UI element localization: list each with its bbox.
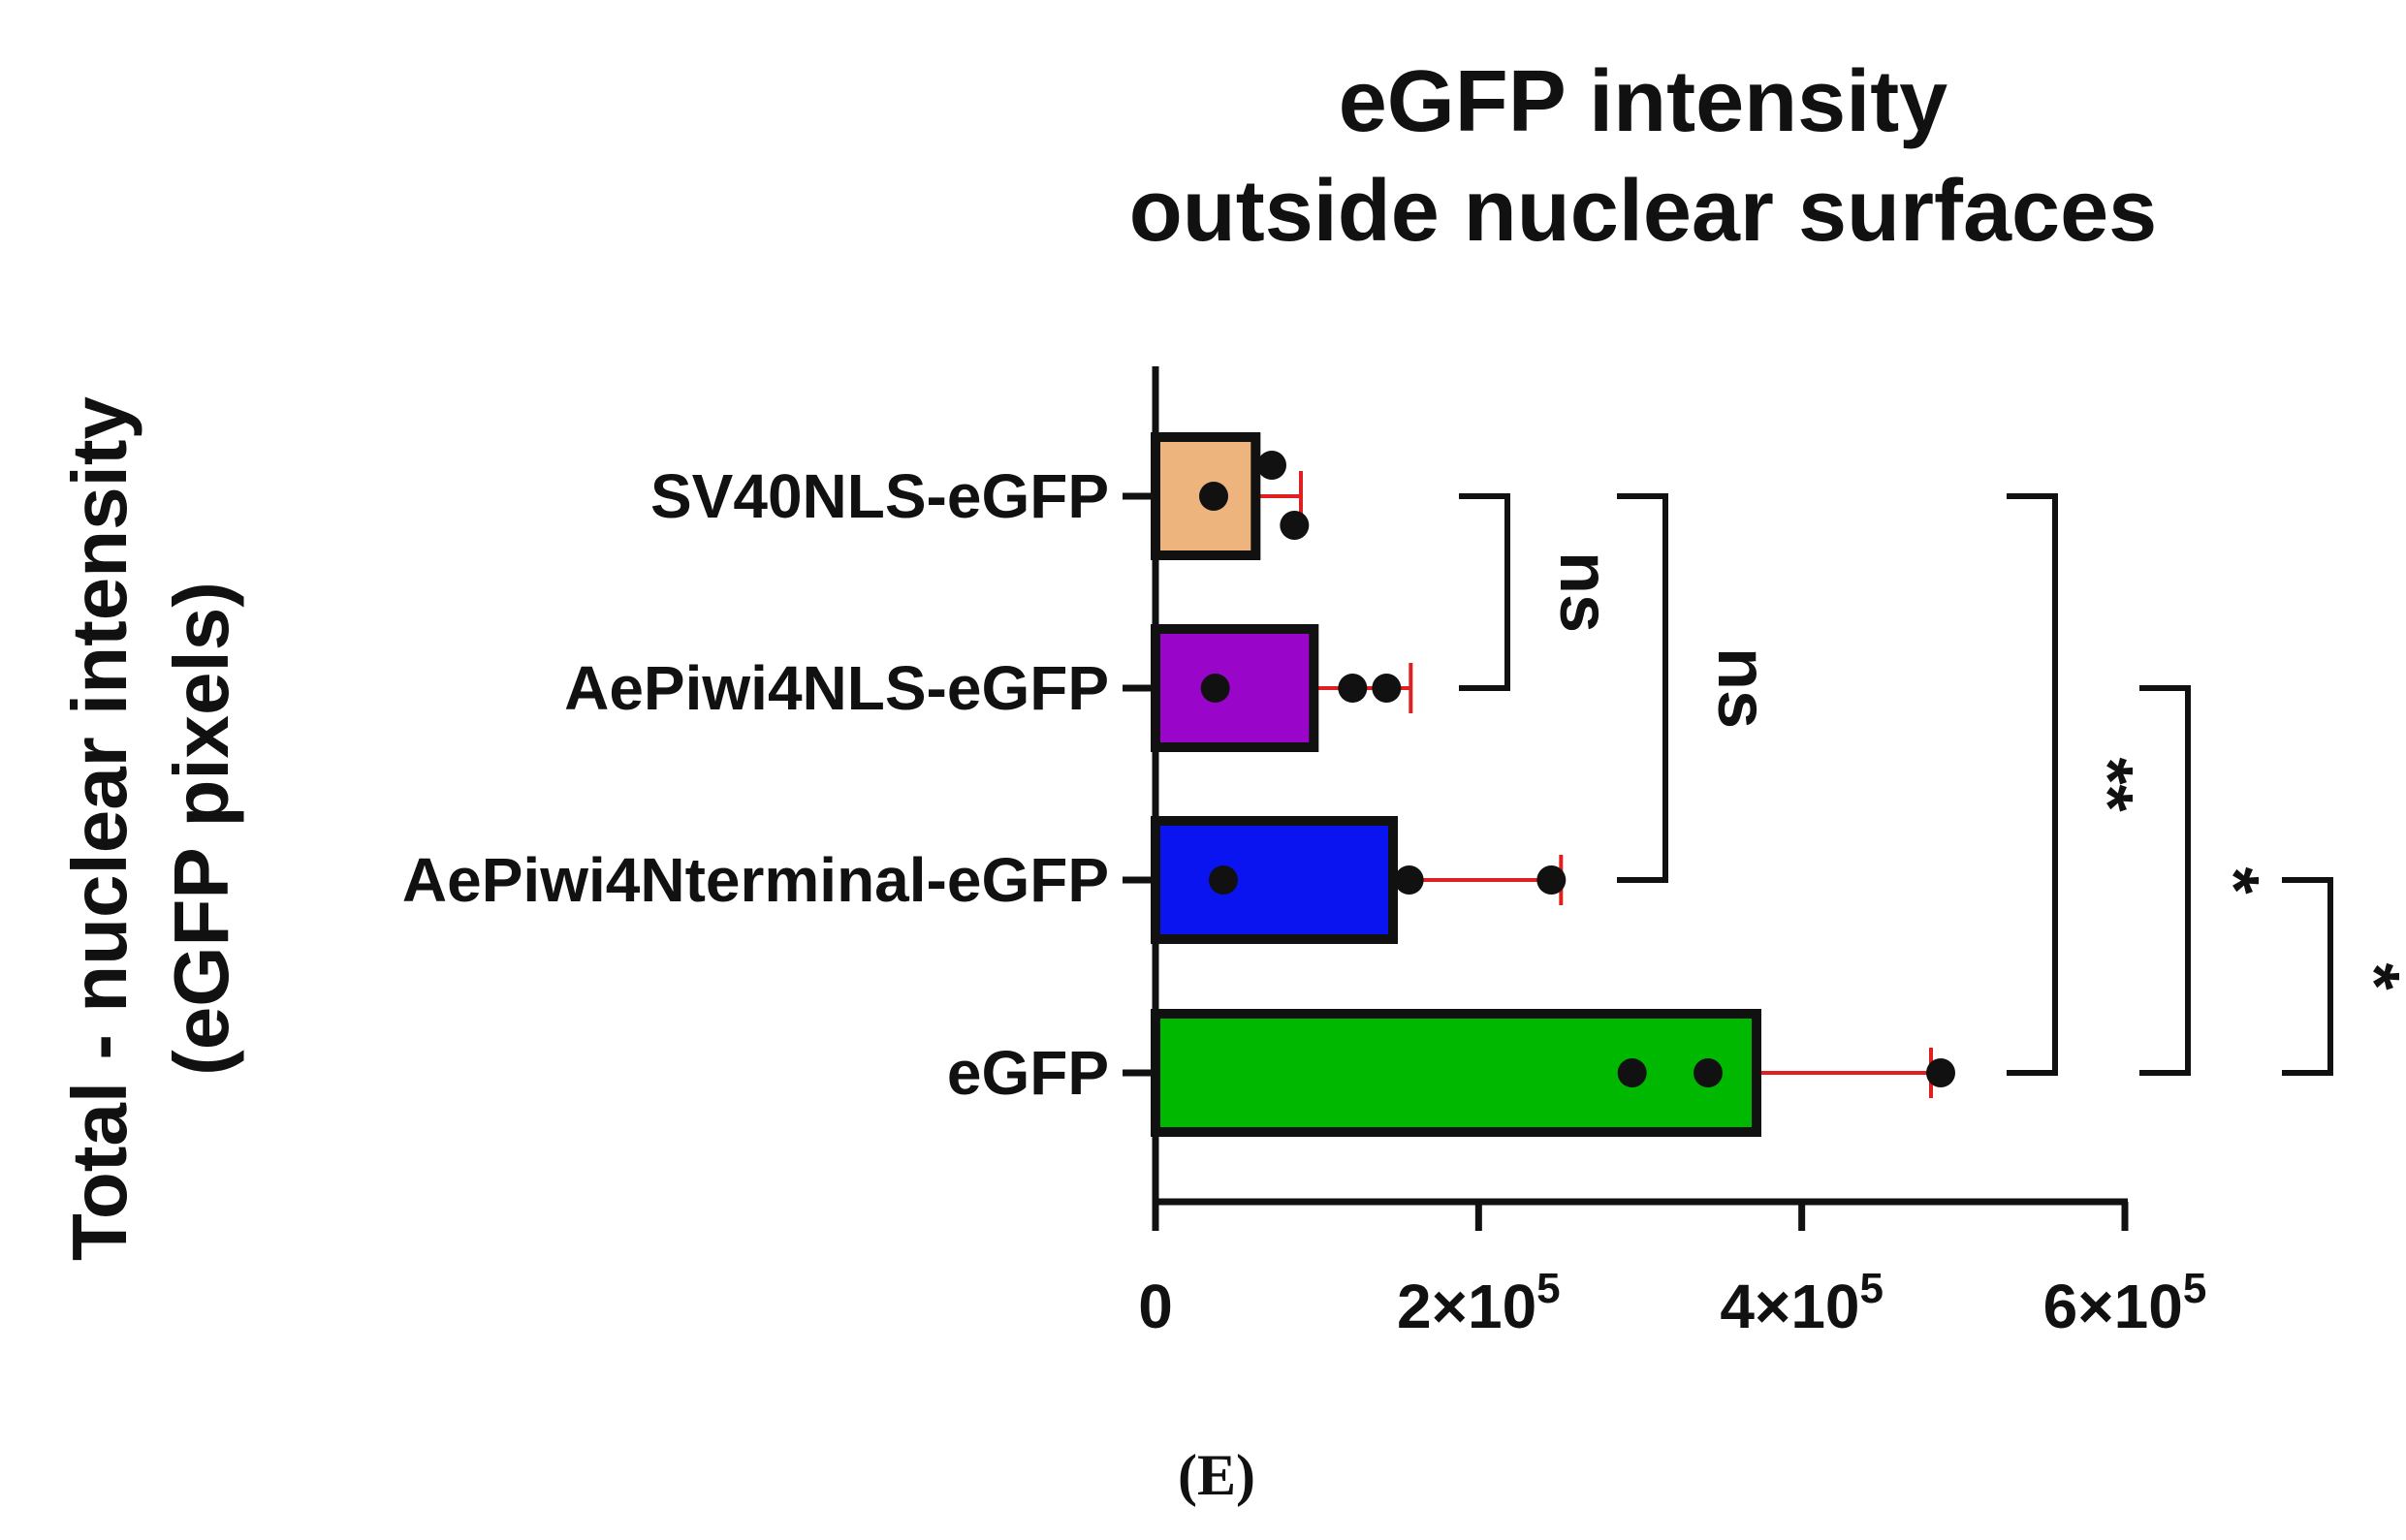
data-point xyxy=(1926,1058,1955,1087)
data-point xyxy=(1199,482,1228,511)
data-point xyxy=(1694,1058,1723,1087)
significance-bracket xyxy=(2139,685,2191,1076)
data-point xyxy=(1209,865,1238,895)
y-axis-title-line1: Total - nuclear intensity xyxy=(56,396,142,1262)
data-point xyxy=(1257,451,1286,480)
y-axis-title-line2: (eGFP pixels) xyxy=(158,581,244,1076)
data-point xyxy=(1394,865,1424,895)
data-point xyxy=(1338,674,1368,703)
category-label: AePiwi4NLS-eGFP xyxy=(564,653,1109,723)
bar xyxy=(1151,1009,1761,1137)
x-tick-label: 0 xyxy=(1138,1272,1173,1341)
data-point xyxy=(1617,1058,1647,1087)
significance-label: ns xyxy=(1545,551,1623,633)
category-label: eGFP xyxy=(947,1038,1109,1108)
category-label: SV40NLS-eGFP xyxy=(650,461,1109,531)
significance-label: * xyxy=(2335,962,2406,990)
y-axis-title: Total - nuclear intensity (eGFP pixels) xyxy=(56,396,244,1262)
panel-label: (E) xyxy=(1178,1443,1255,1507)
significance-bracket xyxy=(1459,493,1510,691)
bar xyxy=(1151,432,1261,560)
significance-label: * xyxy=(2195,866,2272,894)
plot-area: 0 2×105 4×105 6×105 SV40NLS-eGFP AePiwi4NLS-e… xyxy=(402,366,2406,1341)
bar xyxy=(1151,816,1398,944)
data-point xyxy=(1280,511,1310,540)
x-tick-label: 2×105 xyxy=(1397,1265,1561,1341)
x-tick-label: 6×105 xyxy=(2043,1265,2207,1341)
data-point xyxy=(1536,865,1567,895)
significance-bracket xyxy=(2282,877,2333,1076)
chart-title-line2: outside nuclear surfaces xyxy=(1129,163,2157,260)
chart-title-line1: eGFP intensity xyxy=(1339,53,1948,150)
category-label: AePiwi4Nterminal-eGFP xyxy=(402,845,1109,915)
data-point xyxy=(1200,674,1230,703)
significance-label: ns xyxy=(1703,647,1781,729)
x-tick-label: 4×105 xyxy=(1720,1265,1884,1341)
bar xyxy=(1151,624,1319,752)
significance-label: ** xyxy=(2069,757,2146,811)
significance-bracket xyxy=(1617,493,1668,883)
significance-bracket xyxy=(2007,493,2058,1076)
data-point xyxy=(1372,674,1402,703)
